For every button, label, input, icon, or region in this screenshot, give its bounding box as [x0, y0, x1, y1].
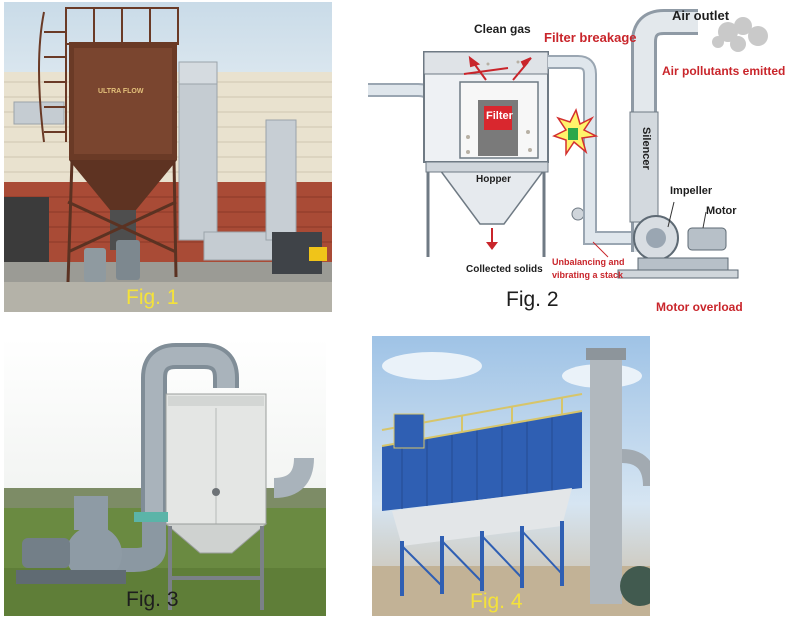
brand-label: ULTRA FLOW	[98, 88, 144, 95]
dust-collector-photo	[4, 7, 332, 312]
label-silencer: Silencer	[640, 127, 652, 170]
figure-2-caption: Fig. 2	[506, 288, 559, 311]
label-collected-solids: Collected solids	[466, 264, 543, 275]
label-hopper: Hopper	[476, 174, 511, 185]
label-clean-gas: Clean gas	[474, 22, 531, 36]
figure-3-caption: Fig. 3	[126, 588, 179, 611]
label-unbalancing: Unbalancing and vibrating a stack	[552, 257, 625, 280]
figure-1-photo: ULTRA FLOW Fig. 1	[4, 2, 332, 312]
figure-4-photo: Fig. 4	[372, 336, 650, 616]
figure-4-caption: Fig. 4	[470, 590, 523, 613]
cartridge-collector-photo	[4, 343, 326, 616]
label-motor: Motor	[706, 205, 737, 217]
figure-3-photo: Fig. 3	[4, 338, 326, 616]
label-motor-overload: Motor overload	[656, 300, 743, 314]
figure-2-diagram: Clean gas Filter breakage Air outlet Air…	[368, 2, 798, 320]
pulse-jet-baghouse-photo	[372, 348, 650, 616]
label-air-pollutants-emitted: Air pollutants emitted	[662, 64, 786, 78]
label-air-outlet: Air outlet	[672, 8, 730, 23]
label-filter: Filter	[486, 110, 513, 122]
baghouse-failure-diagram	[368, 9, 768, 279]
label-filter-breakage: Filter breakage	[544, 30, 637, 45]
label-impeller: Impeller	[670, 185, 713, 197]
figure-1-caption: Fig. 1	[126, 286, 179, 309]
